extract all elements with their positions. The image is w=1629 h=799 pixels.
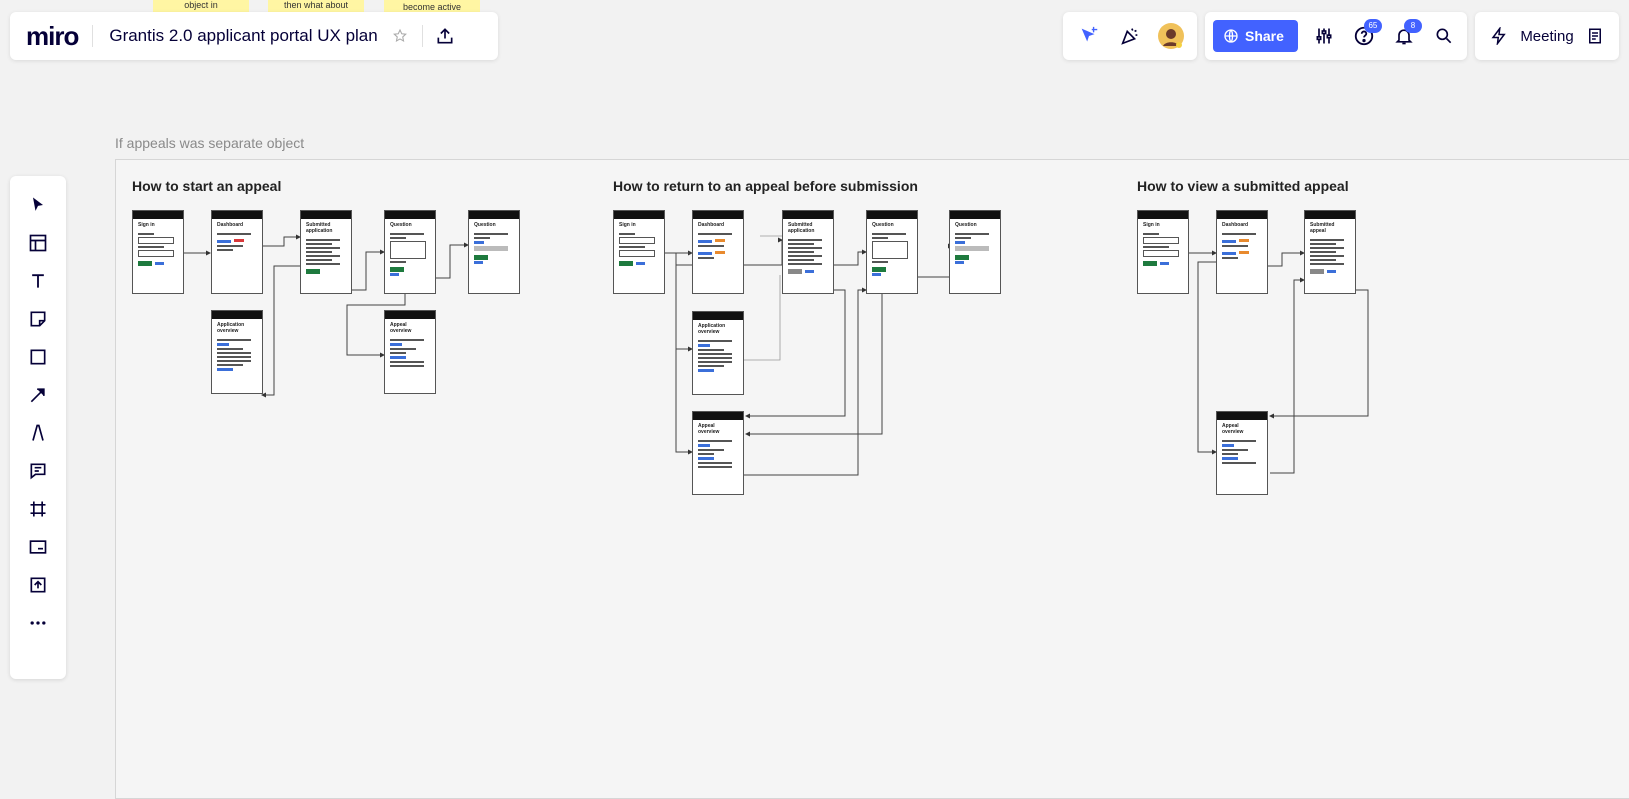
help-badge: 65	[1363, 19, 1382, 33]
select-cursor-icon[interactable]	[22, 189, 54, 221]
sticky-note-icon[interactable]	[22, 303, 54, 335]
bell-icon[interactable]: 8	[1390, 19, 1422, 50]
wireframe-card[interactable]: Application overview	[692, 311, 744, 395]
frame-icon[interactable]	[22, 493, 54, 525]
wireframe-card[interactable]: Application overview	[211, 310, 263, 394]
templates-icon[interactable]	[22, 227, 54, 259]
wireframe-card[interactable]: Submitted appeal	[1304, 210, 1356, 294]
settings-sliders-icon[interactable]	[1310, 22, 1338, 50]
comment-icon[interactable]	[22, 455, 54, 487]
wireframe-card[interactable]: Question	[384, 210, 436, 294]
globe-icon	[1224, 29, 1238, 43]
wireframe-card[interactable]: Sign in	[132, 210, 184, 294]
notifications-badge: 8	[1403, 19, 1422, 33]
section-title[interactable]: How to return to an appeal before submis…	[613, 178, 918, 194]
wireframe-card[interactable]: Question	[866, 210, 918, 294]
wireframe-card[interactable]: Dashboard	[692, 210, 744, 294]
more-icon[interactable]	[22, 607, 54, 639]
text-icon[interactable]	[22, 265, 54, 297]
tools-panel: Share 65 8	[1205, 12, 1467, 60]
wireframe-card[interactable]: Appeal overview	[1216, 411, 1268, 495]
shape-icon[interactable]	[22, 341, 54, 373]
pen-icon[interactable]	[22, 417, 54, 449]
card-icon[interactable]	[22, 531, 54, 563]
upload-icon[interactable]	[22, 569, 54, 601]
divider	[421, 25, 423, 47]
star-icon[interactable]	[386, 22, 414, 50]
board-title[interactable]: Grantis 2.0 applicant portal UX plan	[109, 26, 378, 45]
creation-toolbar	[10, 176, 66, 679]
celebrate-icon[interactable]	[1116, 22, 1144, 50]
divider	[92, 25, 94, 47]
wireframe-card[interactable]: Question	[949, 210, 1001, 294]
wireframe-card[interactable]: Dashboard	[211, 210, 263, 294]
wireframe-card[interactable]: Dashboard	[1216, 210, 1268, 294]
board-header-panel: miro Grantis 2.0 applicant portal UX pla…	[10, 12, 498, 60]
miro-logo[interactable]: miro	[26, 20, 79, 51]
frame-label[interactable]: If appeals was separate object	[115, 135, 305, 151]
search-icon[interactable]	[1430, 22, 1458, 50]
section-title[interactable]: How to view a submitted appeal	[1137, 178, 1349, 194]
collaboration-panel	[1063, 12, 1197, 60]
lightning-icon[interactable]	[1485, 22, 1512, 50]
wireframe-card[interactable]: Sign in	[613, 210, 665, 294]
notes-icon[interactable]	[1582, 22, 1609, 50]
meeting-panel: Meeting	[1475, 12, 1619, 60]
wireframe-card[interactable]: Submitted application	[782, 210, 834, 294]
share-button[interactable]: Share	[1213, 20, 1298, 52]
user-avatar[interactable]	[1157, 22, 1185, 50]
wireframe-card[interactable]: Appeal overview	[384, 310, 436, 394]
wireframe-card[interactable]: Question	[468, 210, 520, 294]
wireframe-card[interactable]: Appeal overview	[692, 411, 744, 495]
section-title[interactable]: How to start an appeal	[132, 178, 282, 194]
wireframe-card[interactable]: Submitted application	[300, 210, 352, 294]
cursor-arrows-icon[interactable]	[1075, 22, 1103, 50]
wireframe-card[interactable]: Sign in	[1137, 210, 1189, 294]
meeting-button[interactable]: Meeting	[1520, 27, 1574, 45]
export-icon[interactable]	[431, 22, 459, 50]
help-icon[interactable]: 65	[1350, 19, 1382, 50]
arrow-line-icon[interactable]	[22, 379, 54, 411]
